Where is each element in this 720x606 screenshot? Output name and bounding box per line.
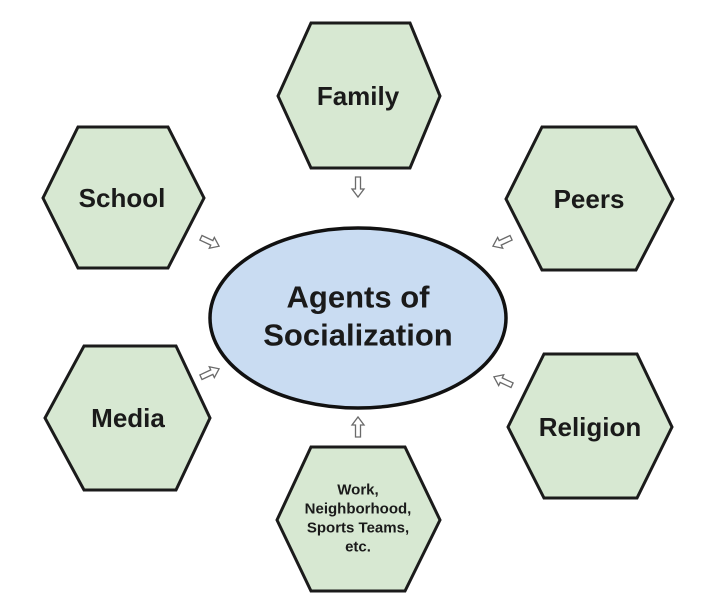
hexagon-other — [275, 445, 442, 593]
arrow-family-icon — [351, 176, 365, 198]
arrow-religion-icon — [490, 370, 516, 392]
agent-family: Family — [276, 21, 442, 170]
hexagon-religion — [506, 352, 674, 500]
agent-school: School — [41, 125, 206, 270]
agent-label-peers: Peers — [554, 184, 625, 214]
agent-label-school: School — [79, 183, 166, 213]
hexagon-media — [43, 344, 212, 492]
agent-label-other-line-3: Sports Teams, — [307, 520, 409, 537]
agent-label-other-line-4: etc. — [345, 539, 371, 556]
arrow-peers-icon — [489, 231, 515, 253]
center-node: Agents of Socialization — [208, 226, 508, 410]
arrow-other-icon — [351, 416, 365, 438]
agent-religion: Religion — [506, 352, 674, 500]
agent-label-other-line-2: Neighborhood, — [305, 501, 412, 518]
agent-peers: Peers — [504, 125, 675, 272]
arrow-school-icon — [197, 231, 223, 253]
agent-label-family: Family — [317, 81, 400, 111]
agent-other: Work, Neighborhood, Sports Teams, etc. — [275, 445, 442, 593]
hexagon-family — [276, 21, 442, 170]
agent-label-media: Media — [91, 403, 165, 433]
agent-label-other-line-1: Work, — [337, 482, 378, 499]
hexagon-school — [41, 125, 206, 270]
center-ellipse — [208, 226, 508, 410]
center-label-line-2: Socialization — [263, 318, 452, 353]
agent-media: Media — [43, 344, 212, 492]
hexagon-peers — [504, 125, 675, 272]
agent-label-religion: Religion — [539, 412, 642, 442]
arrow-media-icon — [197, 362, 223, 384]
center-label-line-1: Agents of — [287, 280, 431, 315]
